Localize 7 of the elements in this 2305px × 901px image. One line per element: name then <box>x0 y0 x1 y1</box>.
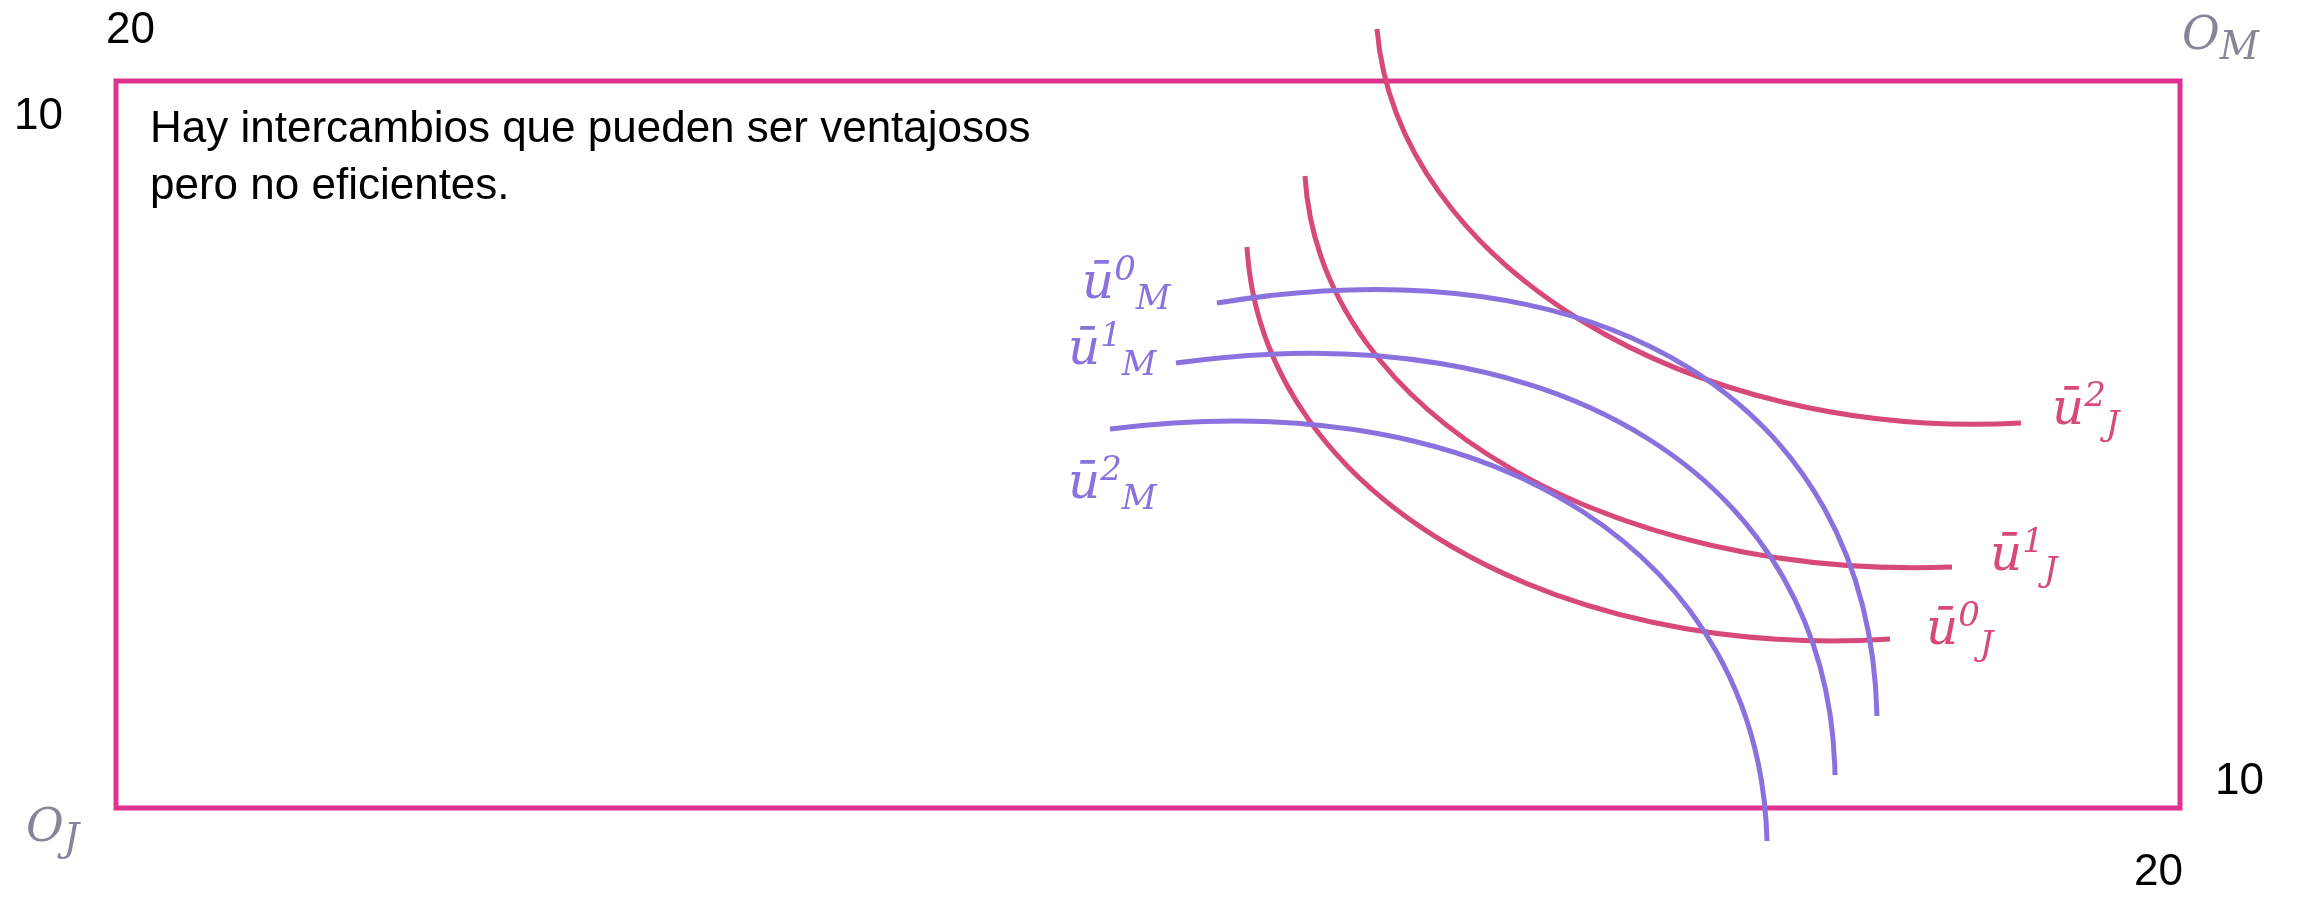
note-text: Hay intercambios que pueden ser ventajosos pero no eficientes. <box>150 101 1032 211</box>
axis-value: 10 <box>2215 755 2264 804</box>
axis-value: 20 <box>2134 846 2183 895</box>
axis-value: 10 <box>14 90 63 139</box>
axis-value: 20 <box>106 4 155 53</box>
origin-label: O$_{J}$ <box>26 800 80 860</box>
origin-label: O$_{M}$ <box>2182 8 2259 68</box>
